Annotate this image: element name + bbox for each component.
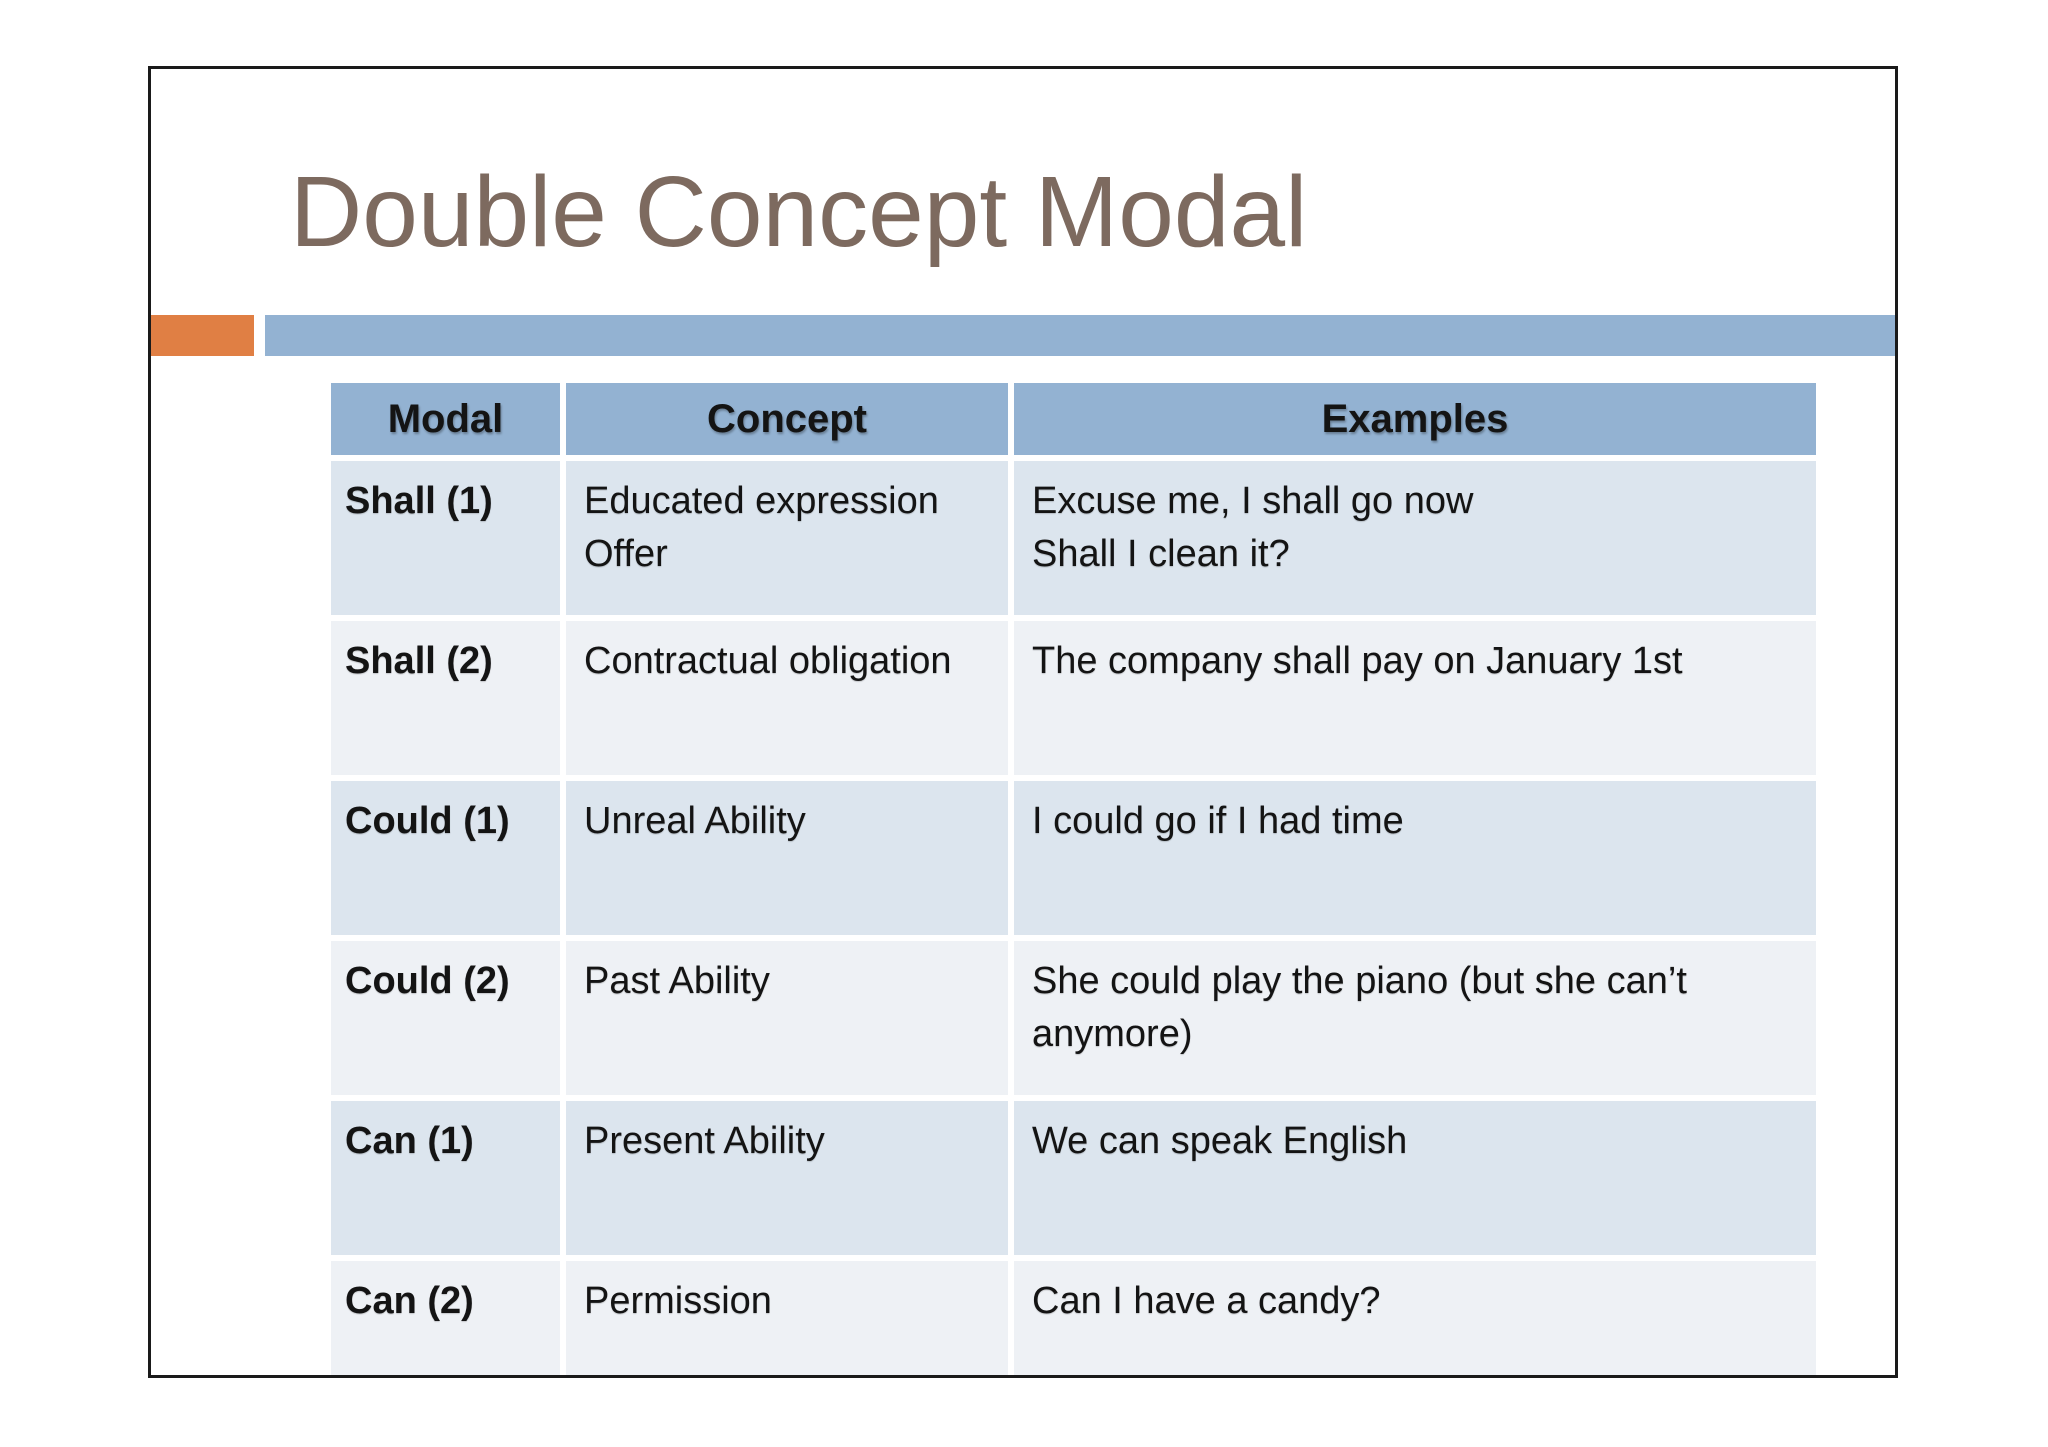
examples-cell: Can I have a candy? bbox=[1011, 1258, 1819, 1375]
concept-cell: Contractual obligation bbox=[563, 618, 1011, 778]
examples-cell: She could play the piano (but she can’t … bbox=[1011, 938, 1819, 1098]
column-header-examples: Examples bbox=[1011, 380, 1819, 458]
table-row: Can (2) Permission Can I have a candy? bbox=[328, 1258, 1819, 1375]
examples-cell: The company shall pay on January 1st bbox=[1011, 618, 1819, 778]
concept-cell: Permission bbox=[563, 1258, 1011, 1375]
concept-cell: Unreal Ability bbox=[563, 778, 1011, 938]
modal-concept-table: Modal Concept Examples Shall (1) Educate… bbox=[328, 380, 1819, 1375]
examples-cell: Excuse me, I shall go now Shall I clean … bbox=[1011, 458, 1819, 618]
table-row: Shall (2) Contractual obligation The com… bbox=[328, 618, 1819, 778]
accent-bar-blue bbox=[265, 315, 1895, 356]
concept-cell: Past Ability bbox=[563, 938, 1011, 1098]
concept-cell: Educated expression Offer bbox=[563, 458, 1011, 618]
concept-cell: Present Ability bbox=[563, 1098, 1011, 1258]
accent-bar-orange bbox=[151, 315, 254, 356]
modal-cell: Can (2) bbox=[328, 1258, 563, 1375]
modal-cell: Shall (1) bbox=[328, 458, 563, 618]
column-header-modal: Modal bbox=[328, 380, 563, 458]
modal-cell: Could (2) bbox=[328, 938, 563, 1098]
table-row: Could (2) Past Ability She could play th… bbox=[328, 938, 1819, 1098]
column-header-concept: Concept bbox=[563, 380, 1011, 458]
examples-cell: I could go if I had time bbox=[1011, 778, 1819, 938]
modal-cell: Shall (2) bbox=[328, 618, 563, 778]
table-row: Can (1) Present Ability We can speak Eng… bbox=[328, 1098, 1819, 1258]
table-header-row: Modal Concept Examples bbox=[328, 380, 1819, 458]
table-row: Could (1) Unreal Ability I could go if I… bbox=[328, 778, 1819, 938]
modal-cell: Could (1) bbox=[328, 778, 563, 938]
slide-title: Double Concept Modal bbox=[290, 156, 1308, 268]
table-row: Shall (1) Educated expression Offer Excu… bbox=[328, 458, 1819, 618]
slide-frame: Double Concept Modal Modal Concept Examp… bbox=[148, 66, 1898, 1378]
examples-cell: We can speak English bbox=[1011, 1098, 1819, 1258]
modal-cell: Can (1) bbox=[328, 1098, 563, 1258]
